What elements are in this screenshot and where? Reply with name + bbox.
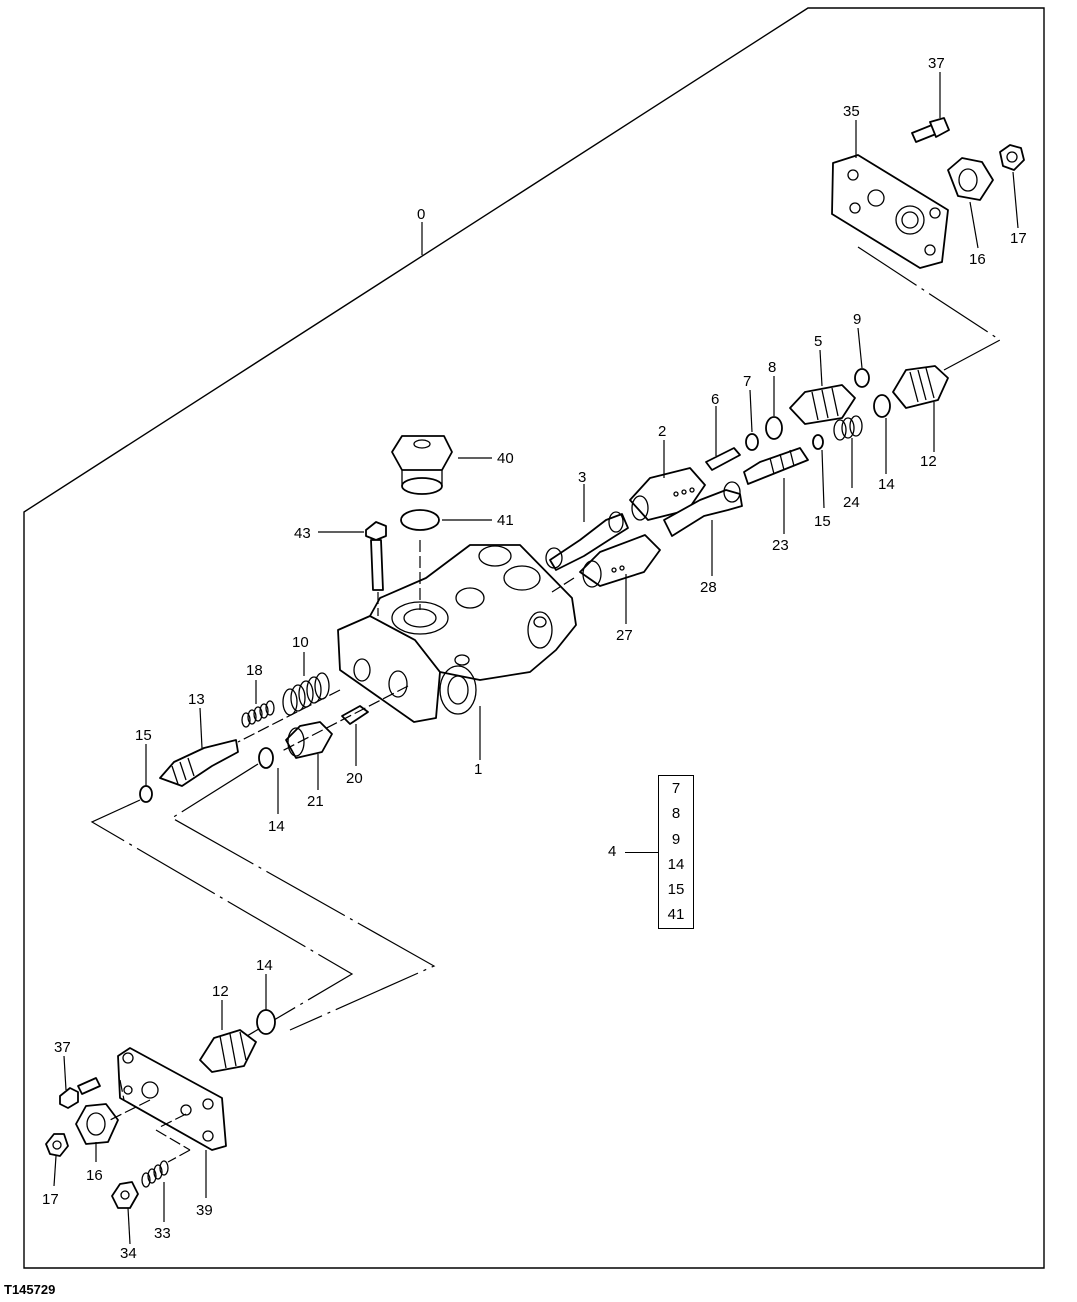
label-1: 1	[474, 761, 482, 778]
oring-14-top	[873, 394, 891, 418]
piston-21	[285, 721, 333, 759]
spring-10	[282, 672, 330, 716]
label-2: 2	[658, 423, 666, 440]
label-43: 43	[294, 525, 311, 542]
label-35: 35	[843, 103, 860, 120]
label-16-bottom: 16	[86, 1167, 103, 1184]
label-17-top: 17	[1010, 230, 1027, 247]
nut-34	[111, 1181, 139, 1209]
hex-nut-16-bottom	[75, 1103, 119, 1145]
label-assembly-0: 0	[417, 206, 425, 223]
drawing-id: T145729	[4, 1282, 56, 1297]
label-15-left: 15	[135, 727, 152, 744]
relief-valve-12-top	[892, 365, 949, 409]
label-37-bottom: 37	[54, 1039, 71, 1056]
kit-parts-list: 7 8 9 14 15 41	[658, 775, 694, 929]
label-33: 33	[154, 1225, 171, 1242]
label-21: 21	[307, 793, 324, 810]
label-10: 10	[292, 634, 309, 651]
kit-item: 7	[671, 780, 681, 797]
label-14-bottom: 14	[256, 957, 273, 974]
label-7: 7	[743, 373, 751, 390]
valve-13	[159, 739, 239, 787]
label-13: 13	[188, 691, 205, 708]
poppet-23	[743, 447, 809, 485]
spring-18	[241, 700, 275, 728]
center-lines	[109, 540, 575, 1163]
label-15-top: 15	[814, 513, 831, 530]
spring-24	[833, 415, 863, 441]
assembly-path-top	[857, 246, 1002, 371]
oring-15-top	[812, 434, 824, 450]
label-20: 20	[346, 770, 363, 787]
relief-valve-12-bottom	[199, 1029, 257, 1073]
kit-item: 15	[667, 881, 685, 899]
label-34: 34	[120, 1245, 137, 1262]
label-24: 24	[843, 494, 860, 511]
label-9: 9	[853, 311, 861, 328]
label-28: 28	[700, 579, 717, 596]
label-6: 6	[711, 391, 719, 408]
label-8: 8	[768, 359, 776, 376]
label-40: 40	[497, 450, 514, 467]
flange-39	[117, 1047, 227, 1151]
oring-14-bottom	[256, 1009, 276, 1035]
washer-8	[765, 416, 783, 440]
spool-28	[663, 481, 743, 537]
bolt-37-bottom	[59, 1077, 101, 1109]
label-5: 5	[814, 333, 822, 350]
label-37-top: 37	[928, 55, 945, 72]
hex-nut-16-top	[947, 157, 994, 201]
oring-9	[854, 368, 870, 388]
sleeve-5	[789, 384, 856, 425]
kit-label: 4	[608, 843, 617, 860]
label-27: 27	[616, 627, 633, 644]
kit-item: 41	[667, 906, 685, 924]
assembly-path-left-b	[170, 763, 436, 1031]
assembly-path-left-a	[90, 799, 354, 1047]
leader-lines	[53, 72, 1019, 1245]
kit-leader	[625, 852, 658, 854]
label-14-left: 14	[268, 818, 285, 835]
bolt-43	[365, 521, 387, 591]
label-17-bottom: 17	[42, 1191, 59, 1208]
label-39: 39	[196, 1202, 213, 1219]
spool-3	[545, 511, 629, 571]
sleeve-27	[579, 534, 661, 588]
oring-41	[400, 509, 440, 531]
label-14-top: 14	[878, 476, 895, 493]
kit-item: 8	[671, 805, 681, 823]
plug-40	[391, 435, 453, 495]
label-16-top: 16	[969, 251, 986, 268]
label-41: 41	[497, 512, 514, 529]
flange-35	[831, 154, 949, 269]
label-23: 23	[772, 537, 789, 554]
oring-7	[745, 433, 759, 451]
label-18: 18	[246, 662, 263, 679]
valve-body-1	[337, 544, 577, 723]
kit-item: 14	[667, 855, 685, 873]
label-12-top: 12	[920, 453, 937, 470]
oring-15-left	[139, 785, 153, 803]
nut-17-bottom	[45, 1133, 69, 1157]
label-12-bottom: 12	[212, 983, 229, 1000]
pin-6	[705, 447, 741, 471]
bolt-37-top	[911, 117, 950, 143]
kit-item: 9	[671, 830, 681, 848]
label-3: 3	[578, 469, 586, 486]
setscrew-33	[141, 1160, 169, 1188]
assembly-outline	[23, 7, 1045, 1269]
oring-14-left	[258, 747, 274, 769]
nut-17-top	[999, 144, 1025, 171]
